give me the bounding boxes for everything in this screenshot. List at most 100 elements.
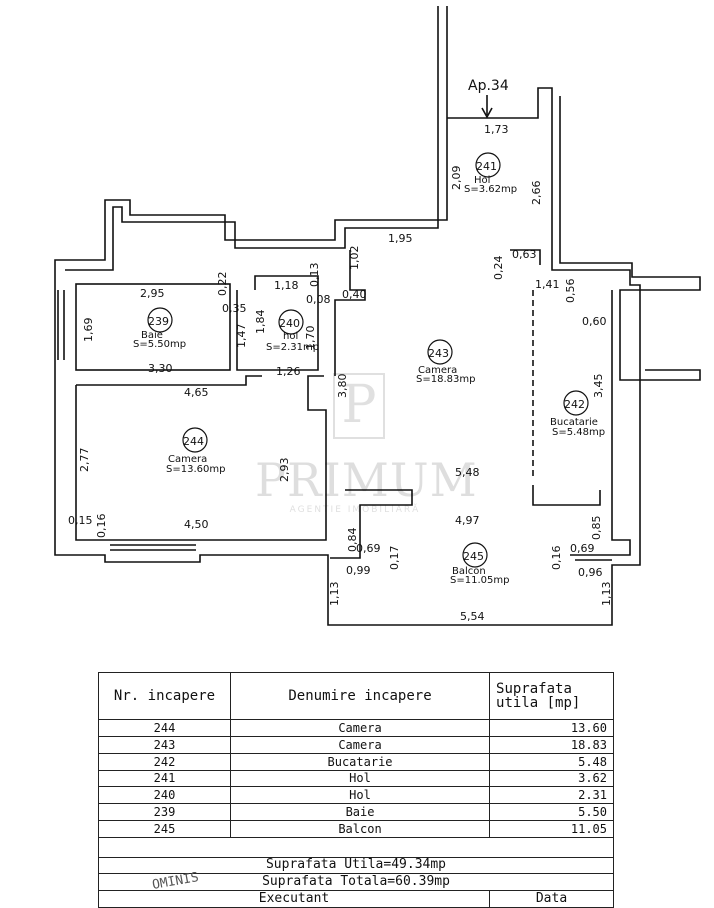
dimension-label: 0,99 (346, 564, 371, 577)
dimension-label: 1,47 (235, 324, 248, 349)
room-area-table: Nr. incapere Denumire incapere Suprafata… (97, 671, 614, 908)
wall (334, 250, 366, 376)
cell-area: 3.62 (489, 769, 614, 788)
dimension-label: 0,63 (512, 248, 537, 261)
dimension-label: 0,17 (388, 546, 401, 571)
dimension-label: 3,45 (592, 374, 605, 399)
dimension-label: 1,13 (600, 582, 613, 607)
dimension-label: 1,13 (328, 582, 341, 607)
room-245-circle (462, 542, 488, 568)
wall (559, 96, 701, 381)
dimension-label: 1,69 (82, 318, 95, 343)
executant-label: Executant (97, 890, 491, 908)
room-area: S=5.50mp (133, 339, 186, 350)
cell-nr: 242 (97, 752, 232, 771)
wall (510, 249, 541, 265)
cell-area: 5.48 (489, 752, 614, 771)
room-area: S=5.48mp (552, 427, 605, 438)
wall (54, 6, 641, 626)
total-util: Suprafata Utila=49.34mp (98, 856, 614, 875)
cell-area: 18.83 (489, 735, 614, 754)
cell-name: Hol (230, 769, 491, 788)
room-name: Balcon (452, 566, 486, 577)
cell-name: Bucatarie (230, 752, 491, 771)
dimension-label: 4,65 (184, 386, 209, 399)
cell-name: Camera (230, 735, 491, 754)
room-name: Bucatarie (550, 417, 598, 428)
dimension-label: 1,95 (388, 232, 413, 245)
table-spacer-row (98, 836, 614, 858)
cell-area: 5.50 (489, 803, 614, 821)
apartment-label: Ap.34 (468, 78, 509, 94)
wall (236, 275, 319, 371)
room-area: S=3.62mp (464, 184, 517, 195)
room-number: 242 (564, 398, 585, 411)
dimension-label: 0,22 (216, 272, 229, 297)
cell-nr: 244 (97, 719, 232, 737)
wall (532, 485, 601, 506)
wall (65, 6, 439, 271)
dimension-label: 5,54 (460, 610, 485, 623)
dimension-label: 4,97 (455, 514, 480, 527)
room-area: S=18.83mp (416, 374, 475, 385)
room-area: S=11.05mp (450, 575, 509, 586)
dimension-label: 0,69 (570, 542, 595, 555)
wall (570, 290, 631, 556)
dimension-label: 1,02 (348, 246, 361, 271)
dimension-label: 0,15 (68, 514, 93, 527)
dimension-label: 0,84 (346, 528, 359, 553)
dimension-label: 0,60 (582, 315, 607, 328)
dimension-label: 0,85 (590, 516, 603, 541)
dimension-label: 0,13 (308, 263, 321, 288)
room-name: Baie (141, 330, 163, 341)
dimension-label: 0,96 (578, 566, 603, 579)
cell-name: Hol (230, 786, 491, 805)
dimension-label: 0,08 (306, 293, 331, 306)
header-name: Denumire incapere (230, 671, 491, 721)
dimension-label: 3,80 (336, 374, 349, 399)
room-241-circle (475, 152, 501, 178)
room-239-circle (147, 307, 173, 333)
dimension-label: 1,84 (254, 310, 267, 335)
dimension-label: 3,30 (148, 362, 173, 375)
room-242-circle (563, 390, 589, 416)
dimension-label: 2,66 (530, 181, 543, 206)
cell-area: 2.31 (489, 786, 614, 805)
dimension-label: 2,09 (450, 166, 463, 191)
dimension-label: 5,48 (455, 466, 480, 479)
dimension-label: 2,77 (78, 448, 91, 473)
wall (330, 489, 413, 559)
cell-area: 11.05 (489, 819, 614, 838)
room-name: Camera (168, 454, 207, 465)
executant-row: Executant Data (97, 890, 614, 908)
bath-walls (75, 283, 231, 371)
room-area: S=13.60mp (166, 464, 225, 475)
room-240-circle (278, 309, 304, 335)
wall (76, 375, 262, 386)
dimension-label: 0,24 (492, 256, 505, 281)
dimension-label: 1,18 (274, 279, 299, 292)
dimension-label: 4,50 (184, 518, 209, 531)
room-number: 243 (428, 347, 449, 360)
dimension-label: 1,70 (304, 326, 317, 351)
dimension-label: 0,40 (342, 288, 367, 301)
cell-name: Camera (230, 719, 491, 737)
cell-nr: 239 (97, 803, 232, 821)
room-244-circle (182, 427, 208, 453)
entrance-arrow-head (481, 107, 493, 119)
room-number: 240 (279, 317, 300, 330)
cell-nr: 245 (97, 819, 232, 838)
room-name: Hol (474, 175, 490, 186)
dimension-label: 1,41 (535, 278, 560, 291)
floor-plan: Ap.34 244 Camera S=13.60mp 243 Camera S=… (54, 6, 701, 626)
dimension-label: 2,95 (140, 287, 165, 300)
dimension-label: 0,56 (564, 279, 577, 304)
header-nr: Nr. incapere (97, 671, 232, 721)
